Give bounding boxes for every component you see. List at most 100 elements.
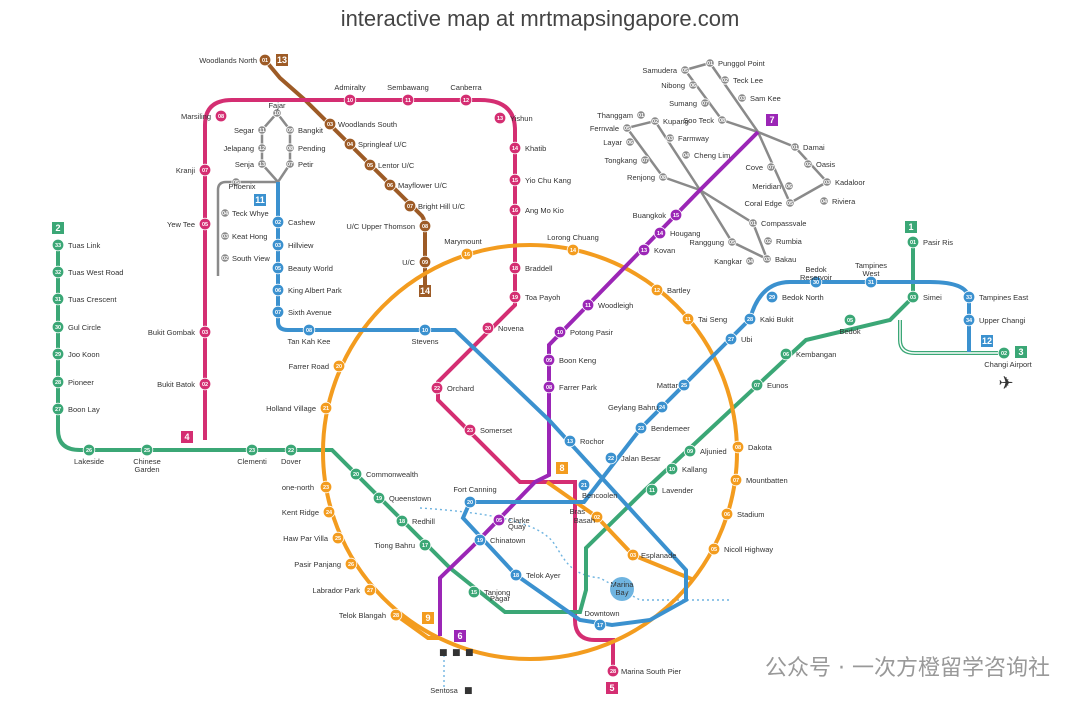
station[interactable]: 09U/C bbox=[402, 255, 432, 269]
station[interactable]: Garden bbox=[134, 465, 159, 474]
station[interactable]: Quay bbox=[508, 522, 526, 531]
station[interactable]: Sentosa bbox=[430, 686, 458, 695]
station[interactable]: Reservoir bbox=[800, 273, 833, 282]
station[interactable]: Pagar bbox=[490, 594, 511, 603]
